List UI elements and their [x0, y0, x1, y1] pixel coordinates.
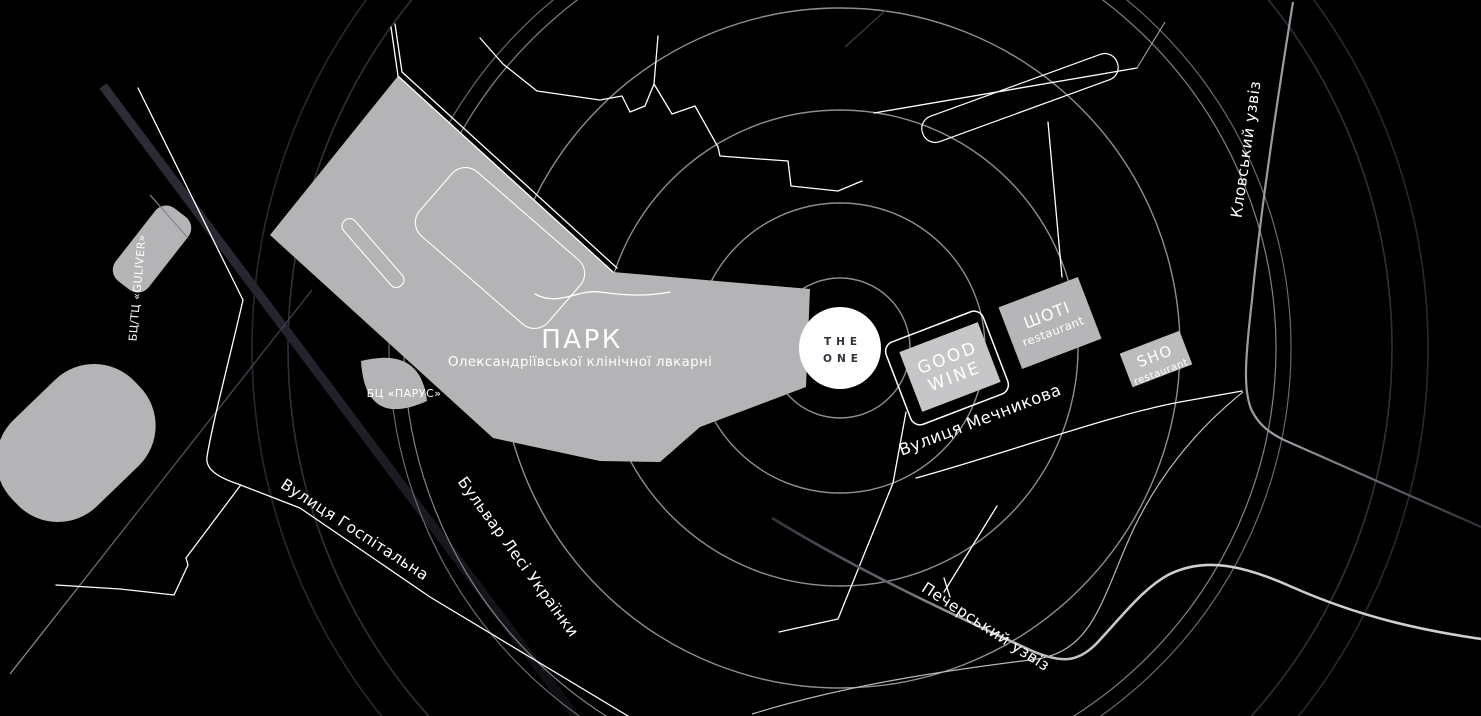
park-edge-line-1 — [390, 26, 614, 273]
south-path-2 — [943, 505, 998, 593]
park-path-strip — [341, 217, 405, 289]
building-good-wine: GOOD WINE — [884, 310, 1010, 426]
park-area — [270, 23, 810, 462]
junction-branch-road — [55, 485, 241, 596]
capsule-tail-line — [1136, 21, 1166, 69]
center-label-1: THE — [824, 336, 862, 348]
park-building-outline — [414, 167, 586, 329]
street-label-lesi-ukrainky: Бульвар Лесі Українки — [454, 473, 582, 640]
good-wine-rect — [899, 322, 1001, 412]
lesi-ukrainky-road — [99, 83, 579, 716]
pecherskyi-side-road — [751, 391, 1244, 715]
park-subtitle: Олександріївської клінічної лвкарні — [448, 354, 712, 370]
north-path-2 — [653, 83, 863, 192]
major-roads — [751, 1, 1481, 715]
short-street-segment — [149, 194, 189, 239]
street-label-klovskyi: Кловський узвіз — [1228, 80, 1265, 219]
stadium-blob — [0, 363, 156, 523]
diagonal-street — [9, 289, 313, 675]
mechnykova-road — [915, 390, 1243, 479]
building-shoti: ШОТІ restaurant — [998, 276, 1102, 370]
ring-451 — [388, 0, 1292, 716]
center-circle — [799, 307, 881, 389]
park-edge-line-2 — [394, 23, 618, 269]
hospitalna-road — [137, 87, 629, 716]
park-polygon — [270, 76, 810, 462]
shoti-connector-road — [1047, 121, 1063, 278]
center-marker-the-one: THE ONE — [799, 307, 881, 389]
street-label-pecherskyi: Печерський узвіз — [918, 579, 1053, 675]
shoti-rect — [998, 276, 1102, 370]
parus-blob — [361, 357, 427, 410]
parus-label: БЦ «ПАРУС» — [367, 387, 442, 400]
park-inner-path — [534, 291, 671, 300]
street-network — [55, 9, 1243, 716]
guliver-blob — [112, 205, 192, 293]
capsule-outline — [921, 52, 1119, 144]
south-stub — [943, 577, 951, 598]
north-path-1 — [479, 35, 659, 113]
sho-rect — [1119, 330, 1193, 388]
building-sho: SHO restaurant — [1119, 330, 1193, 388]
ring-552 — [287, 0, 1393, 716]
klovskyi-road-lower — [1283, 438, 1481, 529]
klovskyi-road-upper — [1244, 1, 1295, 441]
area-blobs — [0, 205, 427, 523]
good-wine-outline — [884, 310, 1010, 426]
park-title: ПАРК — [541, 325, 622, 355]
capsule-center-line — [873, 67, 1138, 114]
ring-588 — [251, 0, 1429, 716]
south-path-1 — [778, 411, 907, 633]
pecherskyi-road — [771, 516, 1481, 661]
radius-rings-outer — [251, 0, 1429, 716]
north-dark-stub — [844, 9, 887, 48]
center-label-2: ONE — [823, 353, 863, 365]
